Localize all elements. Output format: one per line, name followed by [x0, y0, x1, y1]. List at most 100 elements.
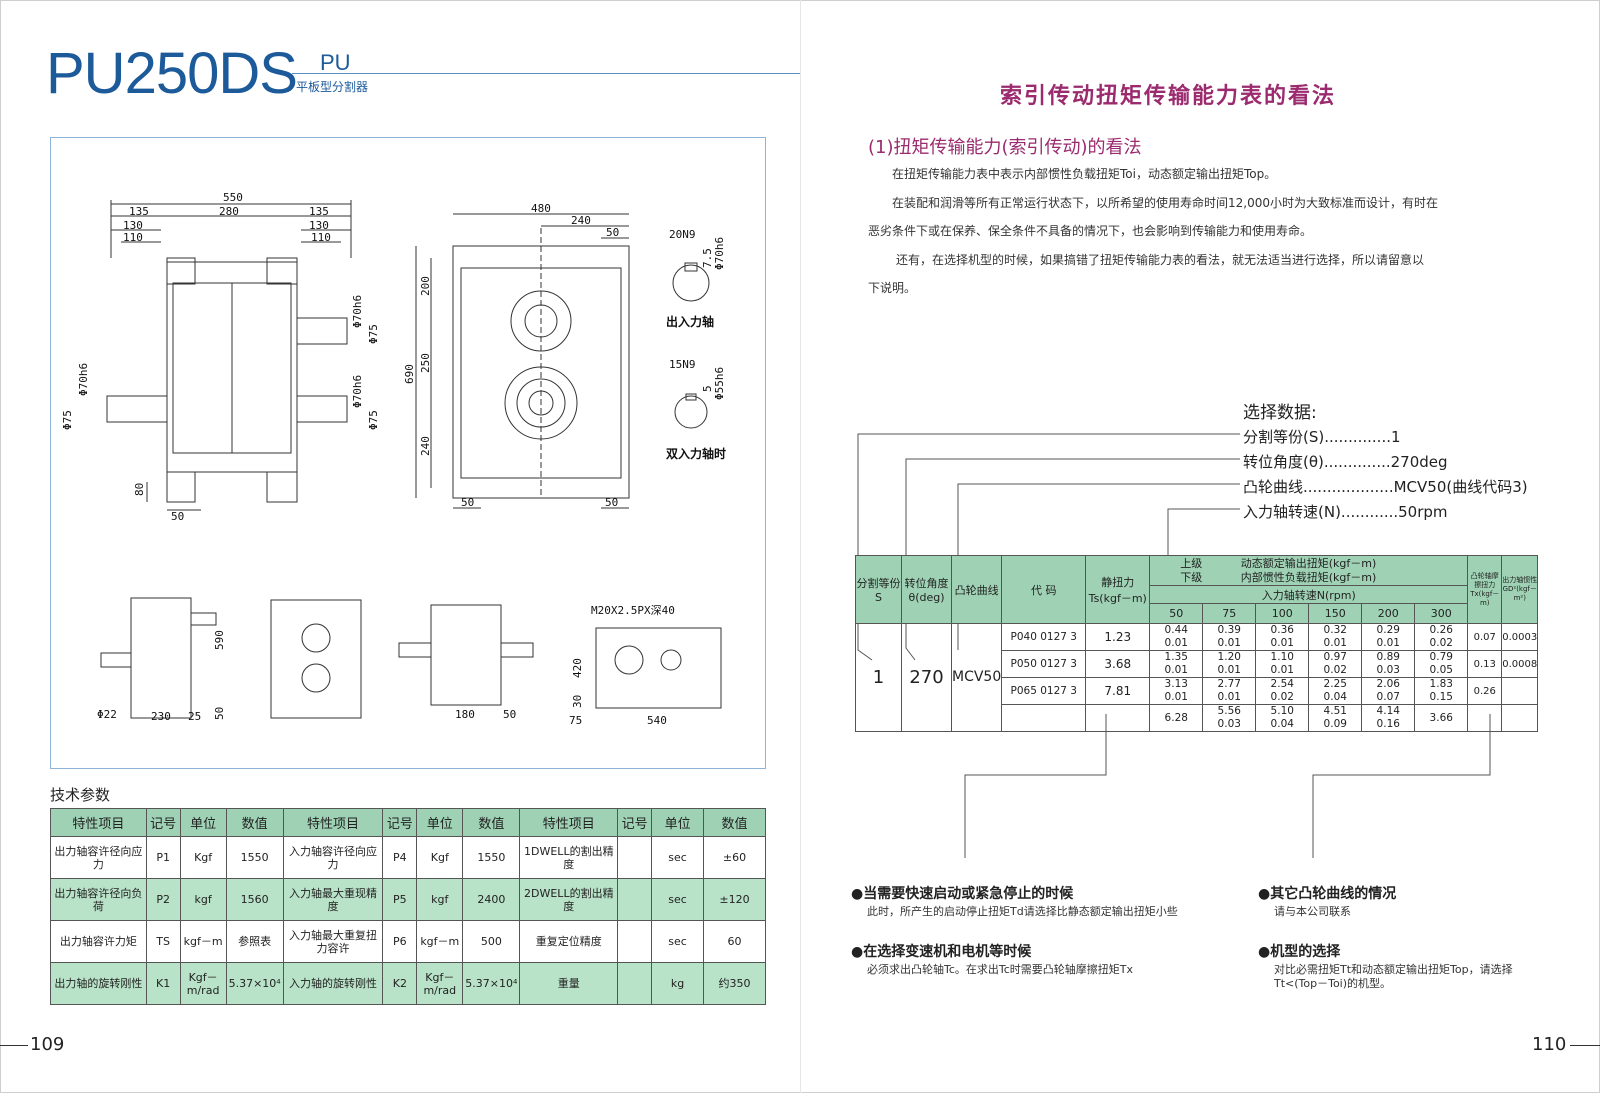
- toi-value: 0.02: [1429, 637, 1453, 649]
- params-cell: 5.37×10⁴: [462, 962, 521, 1005]
- col-header: 数值: [703, 808, 766, 837]
- params-cell: K1: [145, 962, 181, 1005]
- dim-phi70-1: Φ70h6: [351, 295, 364, 328]
- torque-ts: 7.81: [1085, 677, 1151, 705]
- model-title: PU250DS: [46, 41, 298, 106]
- toi-value: 0.03: [1376, 664, 1400, 676]
- dim-phi70-2: Φ70h6: [351, 375, 364, 408]
- dim-50d: 50: [605, 496, 618, 509]
- dim-240: 240: [571, 214, 591, 227]
- torque-cell: 6.28: [1149, 704, 1204, 732]
- selection-line: 凸轮曲线...................MCV50(曲线代码3): [1243, 478, 1528, 496]
- torque-table: 分割等份S 转位角度θ(deg) 凸轮曲线 代 码 静扭力Ts(kgf－m) 上…: [855, 555, 1539, 732]
- toi-value: 0.01: [1376, 637, 1400, 649]
- speed-header: 150: [1308, 603, 1363, 624]
- th-tx: 凸轮轴摩擦扭力Tx(kgf－m): [1467, 555, 1503, 624]
- speed-header: 300: [1414, 603, 1469, 624]
- torque-code: P065 0127 3: [1001, 677, 1087, 705]
- th-code: 代 码: [1001, 555, 1087, 624]
- th-s: 分割等份S: [855, 555, 902, 624]
- params-cell: P6: [382, 920, 418, 963]
- dim-50b: 50: [606, 226, 619, 239]
- th-gd: 出力轴惯性GD²(kgf－m²): [1501, 555, 1539, 624]
- params-cell: 60: [703, 920, 766, 963]
- col-header: 单位: [179, 808, 227, 837]
- top-value: 0.29: [1376, 624, 1400, 636]
- toi-value: 0.04: [1323, 691, 1347, 703]
- torque-gd: 0.0003: [1501, 623, 1539, 651]
- side-view-2: [270, 599, 362, 719]
- dim-690: 690: [403, 364, 416, 384]
- shaft-out-dia: Φ70h6: [713, 237, 726, 270]
- params-header-row: 特性项目 记号 单位 数值 特性项目 记号 单位 数值 特性项目 记号 单位 数…: [50, 808, 766, 837]
- torque-ts: [1085, 704, 1151, 732]
- params-cell: kgf: [416, 878, 464, 921]
- params-cell: [617, 962, 653, 1005]
- th-top: 动态额定输出扭矩(kgf－m): [1240, 556, 1377, 570]
- paragraph-2b: 恶劣条件下或在保养、保全条件不具备的情况下，也会影响到传输能力和使用寿命。: [868, 224, 1313, 238]
- top-value: 0.39: [1217, 624, 1241, 636]
- th-toi: 内部惯性负载扭矩(kgf－m): [1240, 570, 1377, 584]
- torque-s: 1: [855, 623, 902, 732]
- label-dual-input: 双入力轴时: [666, 446, 726, 461]
- note-model-select: ●机型的选择: [1258, 944, 1341, 960]
- top-value: 2.54: [1270, 678, 1294, 690]
- dim-30: 30: [571, 695, 584, 708]
- params-cell: 500: [462, 920, 521, 963]
- params-cell: 1560: [225, 878, 284, 921]
- params-cell: Kgf－m/rad: [416, 962, 464, 1005]
- dim-110a: 110: [123, 231, 143, 244]
- dim-135b: 135: [309, 205, 329, 218]
- params-cell: [617, 878, 653, 921]
- torque-code: P040 0127 3: [1001, 623, 1087, 651]
- dim-420: 420: [571, 658, 584, 678]
- tech-params-table: 特性项目 记号 单位 数值 特性项目 记号 单位 数值 特性项目 记号 单位 数…: [50, 808, 766, 1005]
- page-number-rule-left: [0, 1045, 28, 1046]
- header-rule: [292, 73, 800, 74]
- dim-135a: 135: [129, 205, 149, 218]
- note-other-cam: ●其它凸轮曲线的情况: [1258, 886, 1397, 902]
- selection-line: 入力轴转速(N)............50rpm: [1243, 503, 1448, 521]
- dim-phi22: Φ22: [97, 708, 117, 721]
- toi-value: 0.01: [1164, 637, 1188, 649]
- params-cell: kg: [651, 962, 705, 1005]
- toi-value: 0.01: [1217, 664, 1241, 676]
- params-cell: 出力轴容许径向应力: [50, 836, 147, 879]
- toi-value: 0.05: [1429, 664, 1453, 676]
- toi-value: 0.01: [1164, 664, 1188, 676]
- col-header: 记号: [145, 808, 181, 837]
- note-reducer-text: 必须求出凸轮轴Tc。在求出Tc时需要凸轮轴摩擦扭矩Tx: [867, 963, 1134, 976]
- toi-value: 0.04: [1270, 718, 1294, 730]
- torque-gd: 0.0008: [1501, 650, 1539, 678]
- torque-angle: 270: [901, 623, 952, 732]
- dim-240b: 240: [419, 436, 432, 456]
- toi-value: 0.01: [1323, 637, 1347, 649]
- paragraph-1: 在扭矩传输能力表中表示内部惯性负载扭矩Toi，动态额定输出扭矩Top。: [892, 167, 1277, 181]
- toi-value: 0.01: [1270, 637, 1294, 649]
- params-cell: 重量: [519, 962, 619, 1005]
- selection-line: 分割等份(S)..............1: [1243, 428, 1401, 446]
- params-cell: 1550: [462, 836, 521, 879]
- note-model-select-text2: Tt<(Top－Toi)的机型。: [1274, 977, 1392, 990]
- dim-50c: 50: [461, 496, 474, 509]
- toi-value: 0.01: [1164, 691, 1188, 703]
- params-cell: sec: [651, 920, 705, 963]
- params-cell: P4: [382, 836, 418, 879]
- drawing-svg: 550 135 280 135 130 130 110 110 Φ70h6 Φ7…: [61, 191, 726, 727]
- torque-cam: MCV50: [950, 623, 1003, 732]
- th-lower: 下级: [1180, 570, 1203, 584]
- torque-tx: [1467, 704, 1503, 732]
- col-header: 记号: [617, 808, 653, 837]
- speed-header: 50: [1149, 603, 1204, 624]
- top-value: 0.97: [1323, 651, 1347, 663]
